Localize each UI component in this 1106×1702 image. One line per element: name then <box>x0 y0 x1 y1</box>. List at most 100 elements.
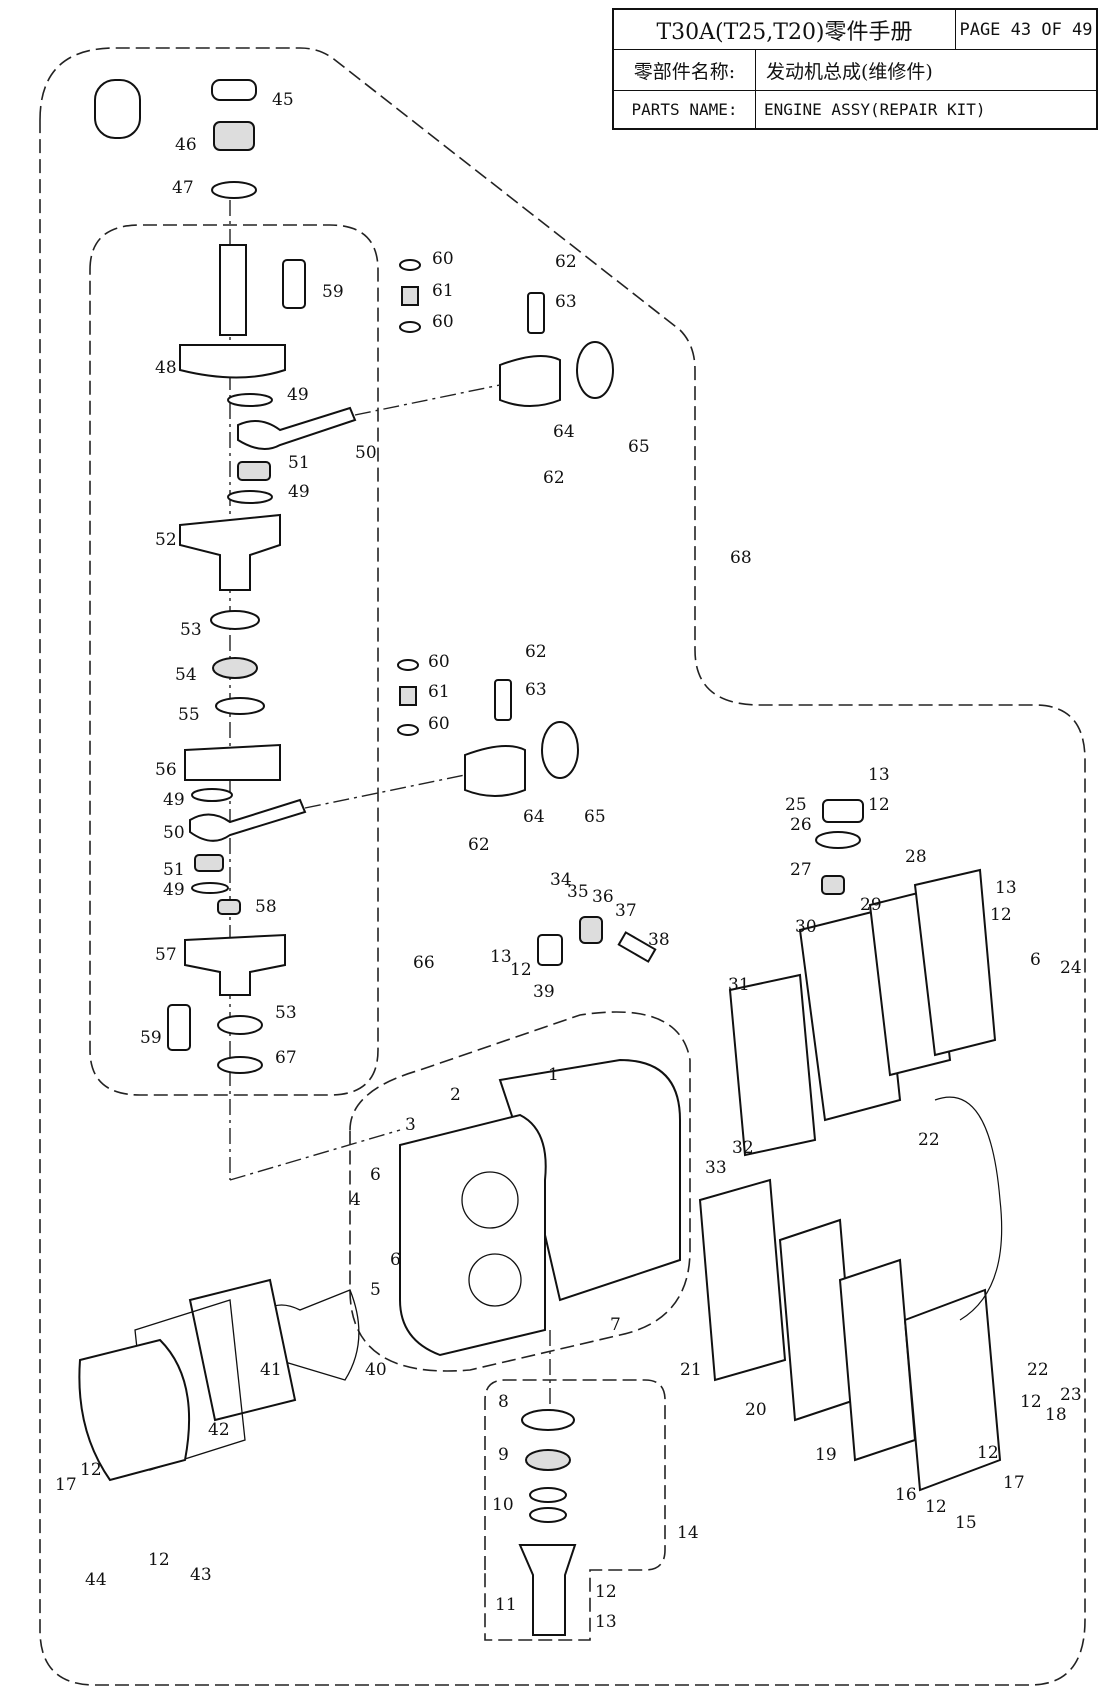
oil-seal-housing-11 <box>518 1544 577 1636</box>
bore-upper <box>461 1171 519 1229</box>
callout-48: 48 <box>155 358 177 378</box>
callout-59: 59 <box>140 1028 162 1048</box>
callout-30: 30 <box>795 917 817 937</box>
conrod-50-top <box>237 406 357 450</box>
bearing-61-a <box>401 286 419 306</box>
oil-seal-9 <box>525 1449 571 1471</box>
plunger-36 <box>579 916 603 944</box>
callout-54: 54 <box>175 665 197 685</box>
needle-bearing-51 <box>237 461 271 481</box>
bore-lower <box>468 1253 522 1307</box>
callout-41: 41 <box>260 1360 282 1380</box>
callout-12: 12 <box>80 1460 102 1480</box>
en-name-row: PARTS NAME: ENGINE ASSY(REPAIR KIT) <box>614 91 1096 128</box>
callout-1: 1 <box>548 1065 559 1085</box>
conrod-50-bottom <box>189 798 307 842</box>
callout-8: 8 <box>498 1392 509 1412</box>
callout-17: 17 <box>55 1475 77 1495</box>
pin-63-bottom <box>494 679 512 721</box>
en-name-label: PARTS NAME: <box>614 91 756 128</box>
callout-49: 49 <box>163 880 185 900</box>
callout-18: 18 <box>1045 1405 1067 1425</box>
callout-37: 37 <box>615 901 637 921</box>
washer-60-c <box>397 659 419 671</box>
callout-50: 50 <box>355 443 377 463</box>
washer-60-b <box>399 321 421 333</box>
callout-43: 43 <box>190 1565 212 1585</box>
oil-seal-group-boundary <box>484 1379 666 1641</box>
callout-51: 51 <box>288 453 310 473</box>
rings-65-top <box>576 341 614 399</box>
callout-62: 62 <box>525 642 547 662</box>
callout-29: 29 <box>860 895 882 915</box>
washer-49 <box>227 393 273 407</box>
crank-web-56 <box>184 743 281 781</box>
crank-shaft-top <box>219 244 247 336</box>
callout-49: 49 <box>163 790 185 810</box>
callout-12: 12 <box>595 1582 617 1602</box>
callout-25: 25 <box>785 795 807 815</box>
callout-14: 14 <box>677 1523 699 1543</box>
o-ring-47 <box>211 181 257 199</box>
crankcase-3 <box>399 1113 547 1357</box>
callout-12: 12 <box>990 905 1012 925</box>
callout-56: 56 <box>155 760 177 780</box>
callout-49: 49 <box>287 385 309 405</box>
pin-59-top <box>282 259 306 309</box>
washer-60-a <box>399 259 421 271</box>
callout-60: 60 <box>432 312 454 332</box>
callout-28: 28 <box>905 847 927 867</box>
callout-5: 5 <box>370 1280 381 1300</box>
seal-67 <box>217 1056 263 1074</box>
callout-39: 39 <box>533 982 555 1002</box>
crankcase-group-boundary <box>349 1011 691 1372</box>
washer-49d <box>191 882 229 894</box>
head-cover-28 <box>913 868 997 1057</box>
thermostat-cover-25 <box>822 799 864 823</box>
callout-4: 4 <box>350 1190 361 1210</box>
callout-62: 62 <box>555 252 577 272</box>
cn-name-value: 发动机总成(维修件) <box>766 60 933 83</box>
callout-3: 3 <box>405 1115 416 1135</box>
callout-58: 58 <box>255 897 277 917</box>
callout-9: 9 <box>498 1445 509 1465</box>
callout-layer: 4546475948495051495253545556495051495857… <box>55 90 1082 1632</box>
callout-24: 24 <box>1060 958 1082 978</box>
needle-bearing-51b <box>194 854 224 872</box>
thermostat-27 <box>821 875 845 895</box>
callout-12: 12 <box>868 795 890 815</box>
crank-web-48 <box>179 344 286 379</box>
callout-40: 40 <box>365 1360 387 1380</box>
callout-67: 67 <box>275 1048 297 1068</box>
callout-53: 53 <box>180 620 202 640</box>
callout-12: 12 <box>510 960 532 980</box>
callout-65: 65 <box>584 807 606 827</box>
callout-10: 10 <box>492 1495 514 1515</box>
callout-13: 13 <box>595 1612 617 1632</box>
callout-2: 2 <box>450 1085 461 1105</box>
callout-64: 64 <box>553 422 575 442</box>
head-gasket-31 <box>728 973 817 1157</box>
callout-11: 11 <box>495 1595 517 1615</box>
washer-49c <box>191 788 233 802</box>
callout-46: 46 <box>175 135 197 155</box>
callout-62: 62 <box>543 468 565 488</box>
callout-6: 6 <box>1030 950 1041 970</box>
callout-45: 45 <box>272 90 294 110</box>
callout-26: 26 <box>790 815 812 835</box>
title-row: T30A(T25,T20)零件手册 PAGE 43 OF 49 <box>614 10 1096 50</box>
callout-66: 66 <box>413 953 435 973</box>
callout-16: 16 <box>895 1485 917 1505</box>
callout-6: 6 <box>390 1250 401 1270</box>
page-number: PAGE 43 OF 49 <box>959 19 1093 40</box>
water-hose-22-23 <box>934 1096 1003 1321</box>
callout-62: 62 <box>468 835 490 855</box>
callout-44: 44 <box>85 1570 107 1590</box>
cn-name-label: 零部件名称: <box>614 50 756 90</box>
callout-6: 6 <box>370 1165 381 1185</box>
o-ring-8 <box>521 1409 575 1431</box>
pin-59-bottom <box>167 1004 191 1051</box>
callout-60: 60 <box>428 714 450 734</box>
reed-valve-41 <box>188 1278 297 1422</box>
